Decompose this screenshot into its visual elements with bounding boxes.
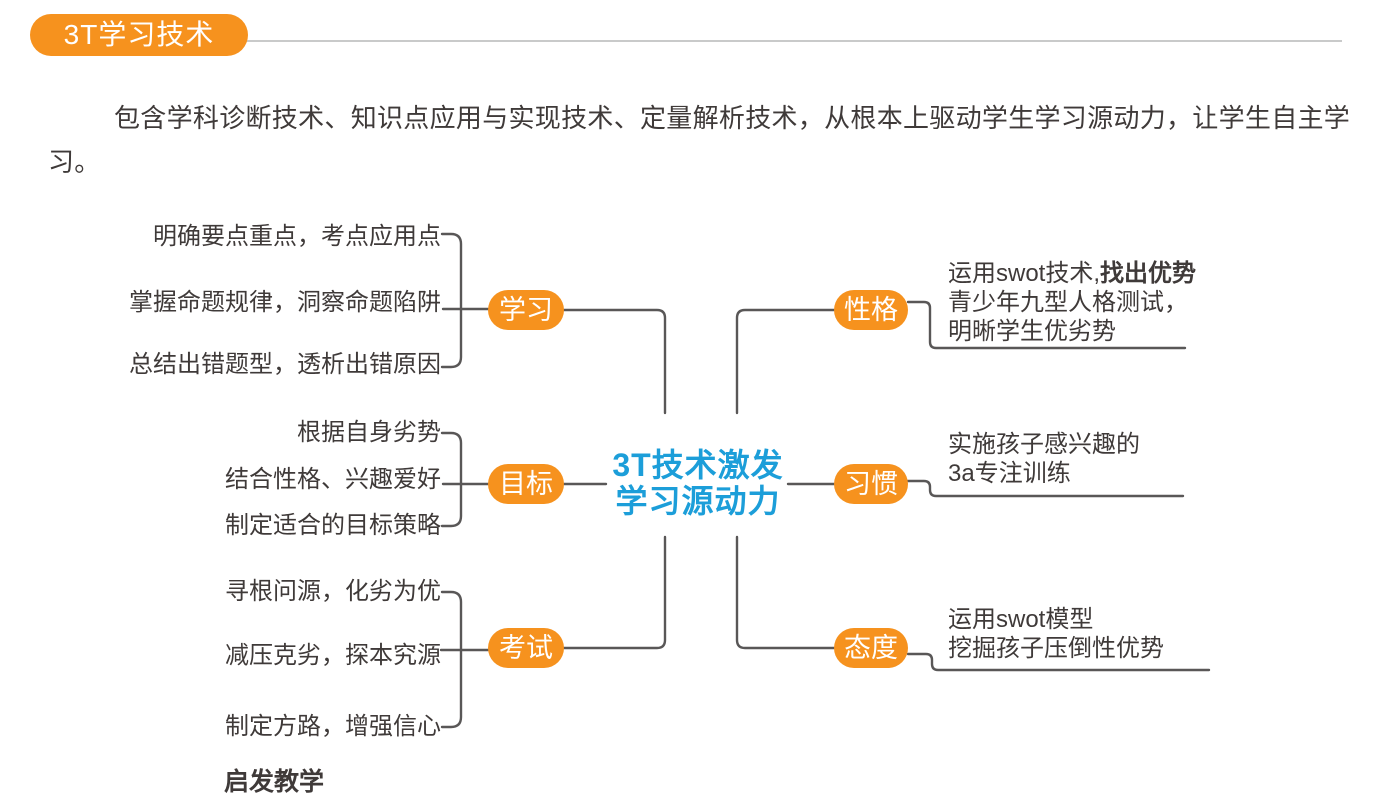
character-text-line-3: 明晰学生优劣势: [948, 318, 1116, 345]
habit-text-line-1: 实施孩子感兴趣的: [948, 431, 1140, 458]
habit-text: 实施孩子感兴趣的 3a专注训练: [948, 430, 1140, 488]
link-exam-center: [562, 535, 667, 650]
bracket-exam: [440, 590, 463, 729]
intro-line-1: 包含学科诊断技术、知识点应用与实现技术、定量解析技术，从根本上驱动学生学习源动力…: [114, 103, 1351, 133]
study-item-1: 明确要点重点，考点应用点: [153, 223, 441, 250]
exam-item-2: 减压克劣，探本究源: [225, 642, 441, 669]
attitude-text: 运用swot模型 挖掘孩子压倒性优势: [948, 605, 1164, 663]
goal-item-1: 根据自身劣势: [297, 419, 441, 446]
character-text-bold: 找出优势: [1100, 260, 1197, 287]
exam-item-3: 制定方路，增强信心: [225, 713, 441, 740]
node-attitude: 态度: [834, 628, 908, 668]
footnote-label: 启发教学: [224, 768, 325, 796]
attitude-text-line-2: 挖掘孩子压倒性优势: [948, 635, 1164, 662]
node-exam: 考试: [488, 628, 564, 668]
hook-attitude: [906, 652, 1211, 672]
character-text-line-2: 青少年九型人格测试，: [948, 289, 1188, 316]
page-title-badge: 3T学习技术: [30, 14, 248, 56]
goal-item-3: 制定适合的目标策略: [225, 512, 441, 539]
bracket-study: [440, 232, 463, 369]
node-goal: 目标: [488, 464, 564, 504]
intro-paragraph: 包含学科诊断技术、知识点应用与实现技术、定量解析技术，从根本上驱动学生学习源动力…: [48, 96, 1351, 184]
habit-text-line-2: 3a专注训练: [948, 460, 1071, 487]
attitude-text-line-1: 运用swot模型: [948, 606, 1094, 633]
character-text-line-1: 运用swot技术,找出优势: [948, 260, 1197, 287]
hook-character: [906, 300, 1187, 350]
node-study: 学习: [488, 290, 564, 330]
link-study-center: [562, 308, 667, 415]
hook-habit: [906, 479, 1185, 498]
central-topic-line-1: 3T技术激发: [612, 447, 784, 483]
bracket-goal: [440, 431, 463, 528]
exam-item-1: 寻根问源，化劣为优: [225, 578, 441, 605]
character-text: 运用swot技术,找出优势 青少年九型人格测试， 明晰学生优劣势: [948, 259, 1196, 346]
link-attitude-center: [735, 535, 836, 650]
link-character-center: [735, 308, 836, 415]
central-topic-line-2: 学习源动力: [615, 483, 781, 519]
node-character: 性格: [834, 290, 908, 330]
study-item-2: 掌握命题规律，洞察命题陷阱: [129, 289, 441, 316]
node-habit: 习惯: [834, 464, 908, 504]
study-item-3: 总结出错题型，透析出错原因: [129, 351, 441, 378]
intro-line-2: 习。: [48, 147, 101, 177]
central-topic: 3T技术激发 学习源动力: [592, 447, 804, 519]
goal-item-2: 结合性格、兴趣爱好: [225, 466, 441, 493]
